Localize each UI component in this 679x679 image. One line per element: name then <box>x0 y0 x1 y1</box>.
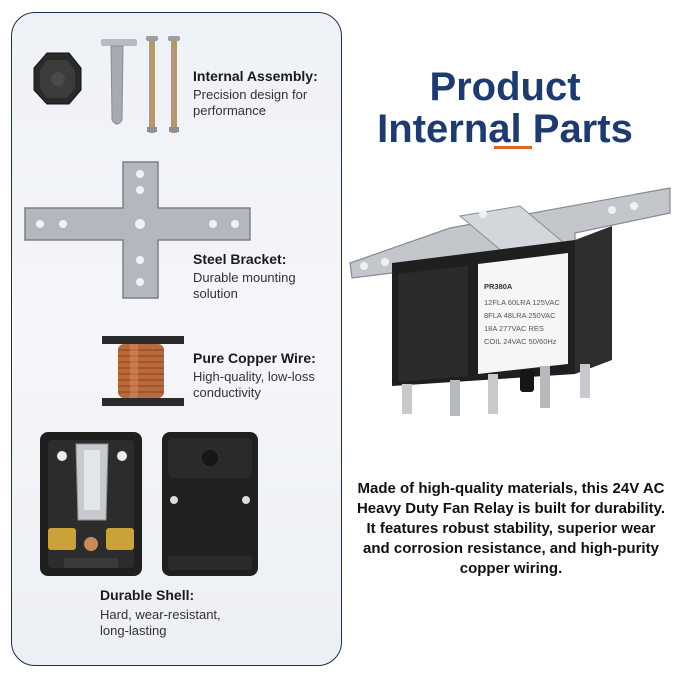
relay-model: PR380A <box>484 282 513 291</box>
relay-image: PR380A 12FLA 60LRA 125VAC 8FLA 48LRA 250… <box>349 187 671 416</box>
relay-line-3: 18A 277VAC RES <box>484 324 544 333</box>
part-desc-bracket: Durable mounting solution <box>193 270 296 301</box>
steel-bracket-image <box>24 161 251 299</box>
relay-line-2: 8FLA 48LRA 250VAC <box>484 311 556 320</box>
spring-clip <box>101 39 137 46</box>
part-title-bracket: Steel Bracket: <box>193 251 287 267</box>
copper-coil-image <box>102 336 184 406</box>
part-title-shell: Durable Shell: <box>100 587 195 603</box>
part-desc-shell: Hard, wear-resistant, long-lasting <box>100 607 221 638</box>
screw-1 <box>149 38 155 133</box>
shell-exterior-image <box>162 432 258 576</box>
heading-line-2: Internal Parts <box>377 107 633 151</box>
relay-label-plate <box>478 253 568 374</box>
relay-line-4: COIL 24VAC 50/60Hz <box>484 337 557 346</box>
assembly-image <box>33 36 180 133</box>
part-desc-copper: High-quality, low-loss conductivity <box>193 369 315 400</box>
relay-line-1: 12FLA 60LRA 125VAC <box>484 298 560 307</box>
shell-interior-image <box>40 432 142 576</box>
heading-line-1: Product <box>429 65 581 109</box>
part-title-assembly: Internal Assembly: <box>193 68 318 84</box>
product-description: Made of high-quality materials, this 24V… <box>356 480 666 577</box>
heading-accent-bar <box>494 146 532 149</box>
page-heading: Product Internal Parts <box>350 66 660 150</box>
part-title-copper: Pure Copper Wire: <box>193 350 316 366</box>
part-desc-assembly: Precision design for performance <box>193 87 308 118</box>
screw-2 <box>171 38 177 133</box>
